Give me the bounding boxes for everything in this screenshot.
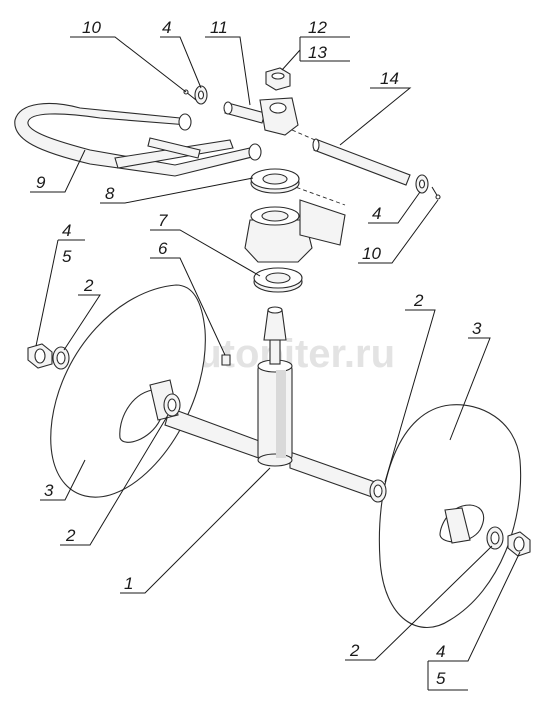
callout-10-right: 10 bbox=[362, 244, 381, 263]
cotter-pin-10-right bbox=[431, 186, 441, 200]
callout-1: 1 bbox=[124, 574, 133, 593]
disc-left bbox=[50, 284, 206, 498]
callout-2-bottom: 2 bbox=[349, 641, 360, 660]
callout-2-left-bottom: 2 bbox=[65, 526, 76, 545]
washer-2-left-inner bbox=[163, 393, 181, 417]
callout-10-top: 10 bbox=[82, 18, 101, 37]
callout-5-bottom: 5 bbox=[436, 669, 446, 688]
callout-6: 6 bbox=[158, 239, 168, 258]
callout-8: 8 bbox=[105, 184, 115, 203]
washer-2-right-outer bbox=[486, 526, 504, 550]
callout-labels: 10 4 11 12 13 14 9 8 4 10 7 6 4 5 2 2 3 … bbox=[36, 18, 482, 688]
callout-9: 9 bbox=[36, 173, 46, 192]
callout-13: 13 bbox=[308, 43, 327, 62]
callout-4-bottom: 4 bbox=[436, 642, 445, 661]
washer-2-left bbox=[52, 346, 70, 370]
callout-4-top: 4 bbox=[162, 18, 171, 37]
pin-14 bbox=[312, 138, 411, 186]
axle bbox=[149, 379, 471, 544]
callout-3-left: 3 bbox=[44, 481, 54, 500]
callout-2-right-top: 2 bbox=[413, 291, 424, 310]
housing bbox=[244, 184, 346, 263]
callout-3-right: 3 bbox=[472, 319, 482, 338]
callout-11: 11 bbox=[210, 18, 228, 37]
callout-2-left: 2 bbox=[83, 276, 94, 295]
washer-4-top bbox=[194, 85, 208, 105]
vertical-stand bbox=[257, 306, 293, 467]
washer-4-right bbox=[415, 174, 429, 194]
nut-left bbox=[27, 343, 53, 369]
callout-4-left: 4 bbox=[62, 221, 71, 240]
callout-dividers bbox=[58, 239, 468, 691]
callout-14: 14 bbox=[380, 69, 399, 88]
callout-7: 7 bbox=[158, 211, 168, 230]
key-6 bbox=[221, 354, 231, 366]
nut-12 bbox=[265, 67, 291, 91]
handle-frame bbox=[14, 103, 262, 177]
callout-4-right: 4 bbox=[372, 204, 381, 223]
pivot-pin-11 bbox=[223, 97, 316, 141]
bearing-7 bbox=[253, 267, 303, 293]
callout-12: 12 bbox=[308, 18, 327, 37]
bearing-8 bbox=[250, 168, 300, 194]
callout-5-left: 5 bbox=[62, 247, 72, 266]
washer-2-right bbox=[369, 479, 387, 503]
nut-right bbox=[507, 531, 531, 557]
